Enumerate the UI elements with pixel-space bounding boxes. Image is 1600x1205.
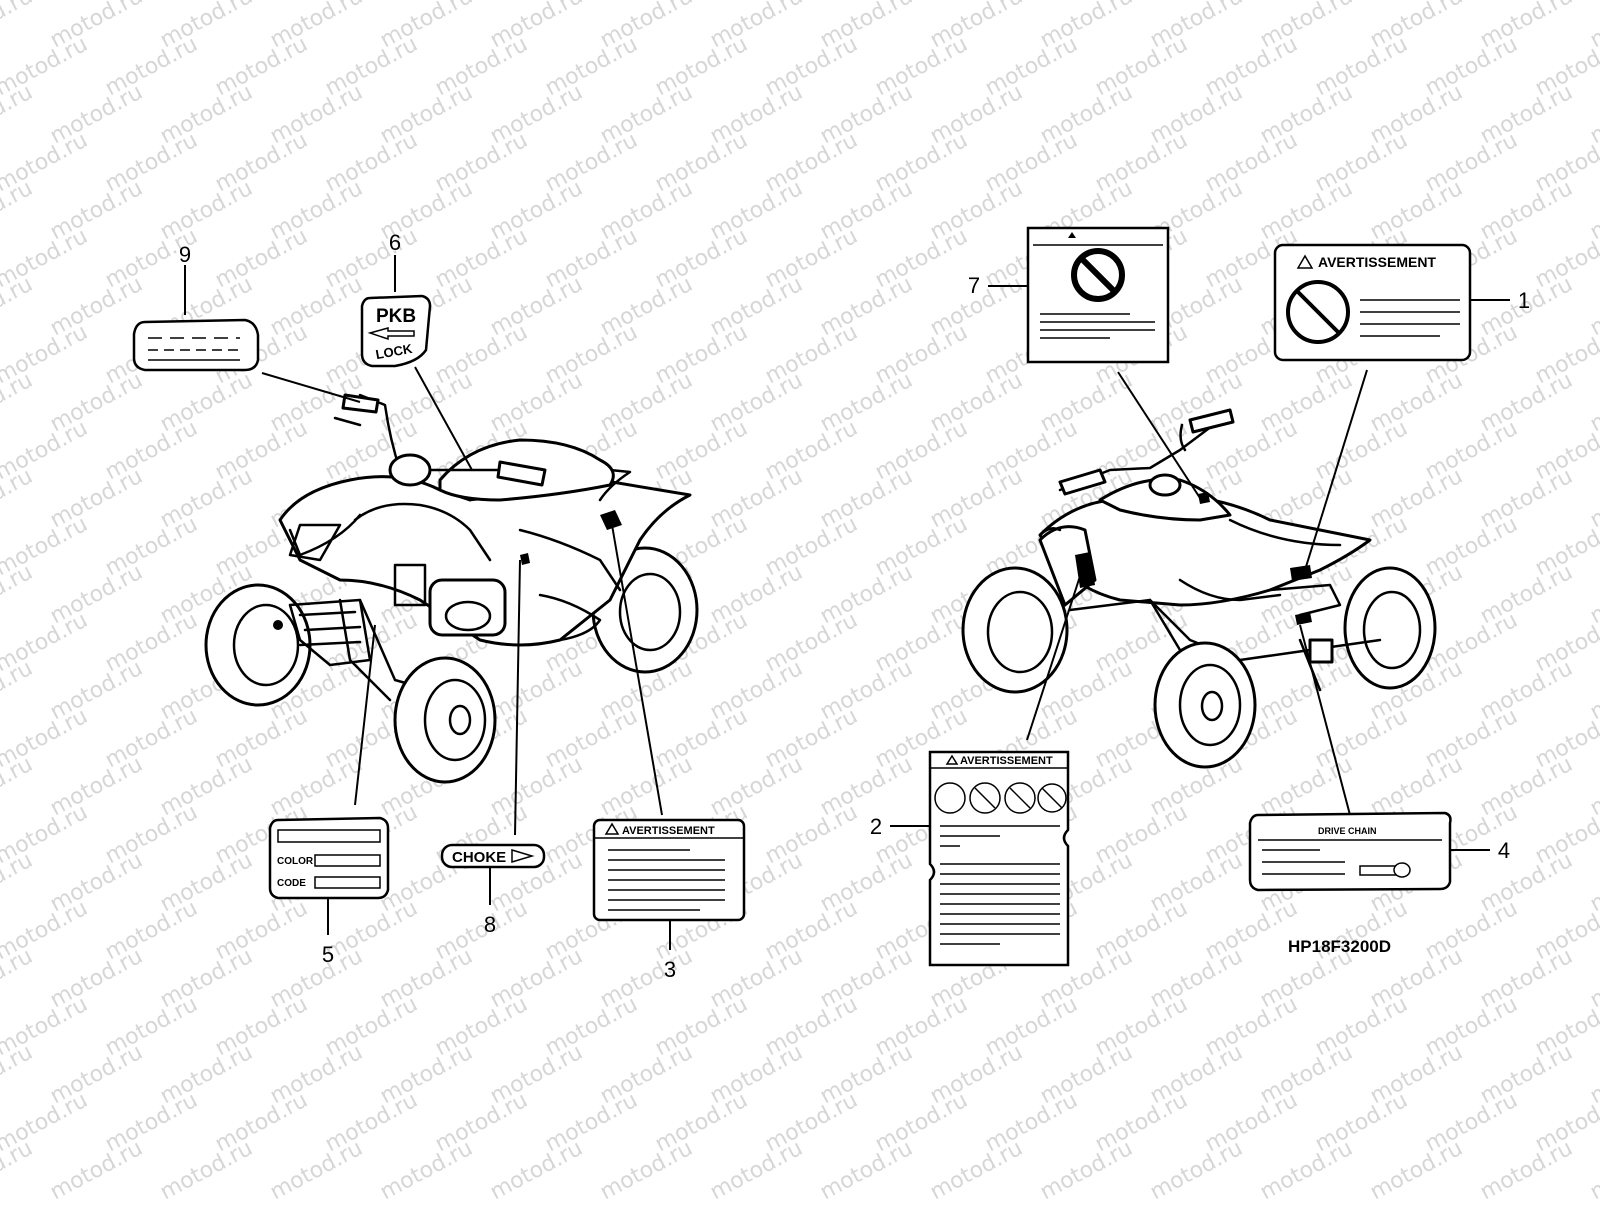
callout-5: 5 xyxy=(322,942,334,967)
watermark-text: motod.ru xyxy=(0,464,37,533)
callout-6: 6 xyxy=(389,230,401,255)
watermark-text: motod.ru xyxy=(376,1136,477,1200)
drive-chain-text: DRIVE CHAIN xyxy=(1318,826,1377,836)
callout-9: 9 xyxy=(179,242,191,267)
label1-title: AVERTISSEMENT xyxy=(1318,254,1436,270)
watermark-text: motod.ru xyxy=(46,1136,147,1200)
color-text: COLOR xyxy=(277,856,314,867)
code-text: CODE xyxy=(277,878,306,889)
pkb-text: PKB xyxy=(376,306,416,327)
watermark-text: motod.ru xyxy=(0,272,37,341)
label3-title: AVERTISSEMENT xyxy=(622,825,715,837)
choke-text: CHOKE xyxy=(452,849,506,866)
label-7-prohibition xyxy=(1026,226,1170,364)
callout-3: 3 xyxy=(664,957,676,982)
label-1-warning: AVERTISSEMENT xyxy=(1273,243,1472,362)
watermark-text: motod.ru xyxy=(1036,1136,1137,1200)
callout-1: 1 xyxy=(1518,288,1530,313)
label-2-warning: AVERTISSEMENT xyxy=(928,750,1070,967)
callout-numbers: 9 6 5 8 3 7 1 2 4 xyxy=(179,230,1530,982)
label-9-blank-sticker xyxy=(132,318,260,372)
callout-4: 4 xyxy=(1498,838,1510,863)
atv-rear-view xyxy=(961,408,1437,769)
watermark-text: motod.ru xyxy=(1586,1136,1600,1200)
watermark-text: motod.ru xyxy=(486,1136,587,1200)
watermark-text: motod.ru xyxy=(0,656,37,725)
watermark-text: motod.ru xyxy=(1256,1136,1357,1200)
callout-2: 2 xyxy=(870,814,882,839)
lock-text: LOCK xyxy=(374,341,413,362)
watermark-text: motod.ru xyxy=(0,0,37,53)
label-4-drive-chain: DRIVE CHAIN xyxy=(1248,811,1452,892)
leader-lines xyxy=(184,255,1510,950)
watermark-text: motod.ru xyxy=(0,1136,37,1200)
watermark-text: motod.ru xyxy=(1146,1136,1247,1200)
watermark-text: motod.ru xyxy=(926,1136,1027,1200)
label-3-warning: AVERTISSEMENT xyxy=(592,818,746,922)
label-5-color-code: COLOR CODE xyxy=(268,816,390,900)
watermark-text: motod.ru xyxy=(0,80,37,149)
watermark-text: motod.ru xyxy=(0,752,37,821)
watermark-text: motod.ru xyxy=(1476,1136,1577,1200)
watermark-text: motod.ru xyxy=(706,1136,807,1200)
callout-7: 7 xyxy=(968,273,980,298)
diagram-code: HP18F3200D xyxy=(1288,937,1391,956)
watermark-text: motod.ru xyxy=(0,368,37,437)
watermark-text: motod.ru xyxy=(1366,1136,1467,1200)
watermark-text: motod.ru xyxy=(0,848,37,917)
watermark-text: motod.ru xyxy=(596,1136,697,1200)
watermark-text: motod.ru xyxy=(156,1136,257,1200)
watermark-text: motod.ru xyxy=(0,560,37,629)
watermark-text: motod.ru xyxy=(0,1040,37,1109)
watermark-text: motod.ru xyxy=(266,1136,367,1200)
watermark-text: motod.ru xyxy=(0,176,37,245)
callout-8: 8 xyxy=(484,912,496,937)
label-6-pkb-lock: PKB LOCK xyxy=(360,294,432,368)
watermark-text: motod.ru xyxy=(816,1136,917,1200)
watermark-text: motod.ru xyxy=(0,944,37,1013)
label-8-choke: CHOKE xyxy=(440,843,546,869)
label2-title: AVERTISSEMENT xyxy=(960,755,1053,767)
